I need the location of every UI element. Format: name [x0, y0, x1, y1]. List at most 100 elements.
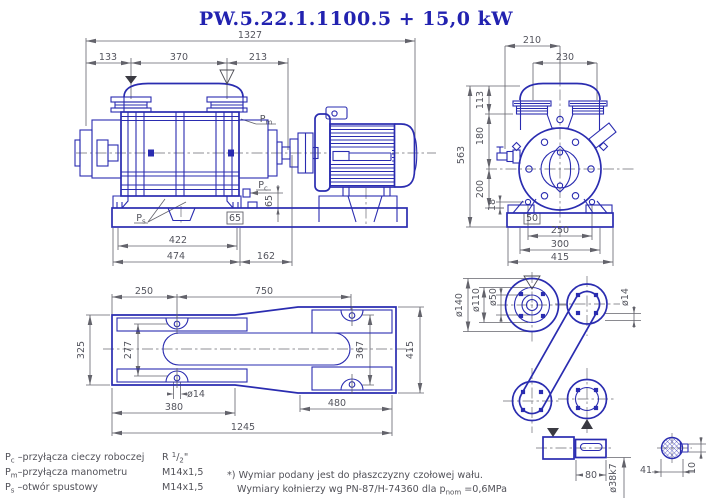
baseplate-view — [111, 306, 397, 394]
dim-300: 300 — [551, 239, 569, 250]
bolt-circle — [525, 138, 595, 200]
motor-end-cap — [314, 113, 331, 192]
dim-dia14: ø14 — [187, 389, 205, 400]
front-flange-right — [568, 100, 608, 115]
note-asterisk: *) Wymiar podany jest do płaszczyzny czo… — [227, 470, 483, 481]
dim-10: 10 — [687, 462, 698, 474]
port-label-ps: Ps — [136, 213, 146, 225]
port-ps — [247, 201, 258, 209]
pump-body — [120, 111, 240, 197]
dim-325: 325 — [76, 341, 87, 359]
datum-triangle-filled-2 — [581, 419, 593, 429]
dim-180: 180 — [475, 127, 486, 145]
pump-dome — [519, 82, 601, 101]
legend-ps-value: M14x1,5 — [162, 482, 203, 493]
dim-65-boxed: 65 — [229, 213, 241, 224]
dim-415: 415 — [405, 341, 416, 359]
dim-dia38k7: ø38k7 — [608, 463, 619, 492]
dim-480: 480 — [328, 398, 346, 409]
dim-380: 380 — [165, 402, 183, 413]
dim-250: 250 — [135, 286, 153, 297]
dim-dia140: ø140 — [454, 293, 465, 317]
right-bearing-assembly — [238, 119, 291, 179]
dimension-lines — [85, 38, 706, 498]
dim-750: 750 — [255, 286, 273, 297]
flange-link-view — [504, 275, 608, 429]
baseplate-side — [111, 207, 408, 228]
key-slot — [579, 442, 603, 452]
lug-left — [511, 141, 522, 152]
dim-367: 367 — [355, 341, 366, 359]
lug-right — [598, 141, 609, 152]
shaft-detail — [542, 428, 607, 460]
pump-body-ribs — [121, 112, 239, 196]
shaft-cross-section — [660, 436, 684, 460]
datum-triangle-filled-3 — [547, 428, 559, 437]
front-base — [506, 198, 614, 228]
port-pc — [242, 188, 251, 198]
pump-side — [74, 82, 291, 209]
motor-key — [332, 150, 350, 162]
motor-end-bell — [394, 123, 416, 188]
mounting-rails — [116, 309, 393, 391]
dim-210: 210 — [523, 35, 541, 46]
note-flanges: Wymiary kołnierzy wg PN-87/H-74360 dla p… — [237, 484, 507, 496]
legend-pm-value: M14x1,5 — [162, 467, 203, 478]
bolt-arches — [165, 306, 364, 394]
datum-triangle-filled — [125, 76, 137, 84]
shaft-end-detail — [660, 436, 689, 460]
pump-feet — [112, 195, 242, 209]
dim-277: 277 — [123, 341, 134, 359]
baseplate-outline — [111, 306, 397, 394]
dim-50-boxed: 50 — [526, 213, 538, 224]
dim-563: 563 — [456, 146, 467, 164]
datum-triangle-open — [219, 69, 235, 86]
dim-230: 230 — [556, 52, 574, 63]
port-label-pc: Pc — [258, 180, 268, 192]
dim-250: 250 — [551, 225, 569, 236]
legend-ps: Ps –otwór spustowy — [5, 481, 98, 494]
dim-80: 80 — [585, 470, 597, 481]
dim-474: 474 — [167, 251, 185, 262]
dim-422: 422 — [169, 235, 187, 246]
front-view — [496, 82, 617, 228]
dim-18: 18 — [487, 199, 498, 211]
dim-1327: 1327 — [238, 30, 262, 41]
center-slot — [162, 332, 351, 366]
dim-41: 41 — [640, 465, 652, 476]
valve-fitting — [496, 146, 521, 164]
link-slot — [518, 290, 601, 415]
dim-213: 213 — [249, 52, 267, 63]
datum-triangle-open-2 — [523, 275, 541, 290]
pump-top-flange-right — [206, 96, 248, 113]
legend-pc: Pc –przyłącza cieczy roboczej — [5, 452, 144, 464]
legend-pc-value: R 1/2" — [162, 451, 188, 464]
dim-200: 200 — [475, 180, 486, 198]
dim-133: 133 — [99, 52, 117, 63]
dim-dia14: ø14 — [620, 288, 631, 306]
dim-113: 113 — [475, 91, 486, 109]
front-flange-left — [512, 100, 552, 115]
port-label-pm: Pm — [260, 114, 273, 126]
motor — [314, 106, 418, 223]
side-view — [74, 69, 418, 228]
dim-dia110: ø110 — [471, 288, 482, 312]
dim-415: 415 — [551, 252, 569, 263]
shaft-hub-lens — [548, 145, 572, 193]
motor-lifting-eye — [325, 106, 348, 120]
dim-65-vertical: 65 — [264, 195, 275, 207]
legend-pm: Pm–przyłącza manometru — [5, 467, 127, 479]
drawing-title: PW.5.22.1.1100.5 + 15,0 kW — [199, 8, 513, 30]
dim-370: 370 — [170, 52, 188, 63]
dim-dia50: ø50 — [488, 288, 499, 306]
dim-1245: 1245 — [231, 422, 255, 433]
motor-pedestal — [318, 186, 398, 223]
flange-bottom-right — [566, 378, 608, 420]
flange-top-left — [504, 277, 560, 333]
bearing-housing-circle — [518, 127, 602, 211]
pump-top-flange-left — [110, 96, 152, 113]
left-bearing-assembly — [74, 119, 122, 179]
